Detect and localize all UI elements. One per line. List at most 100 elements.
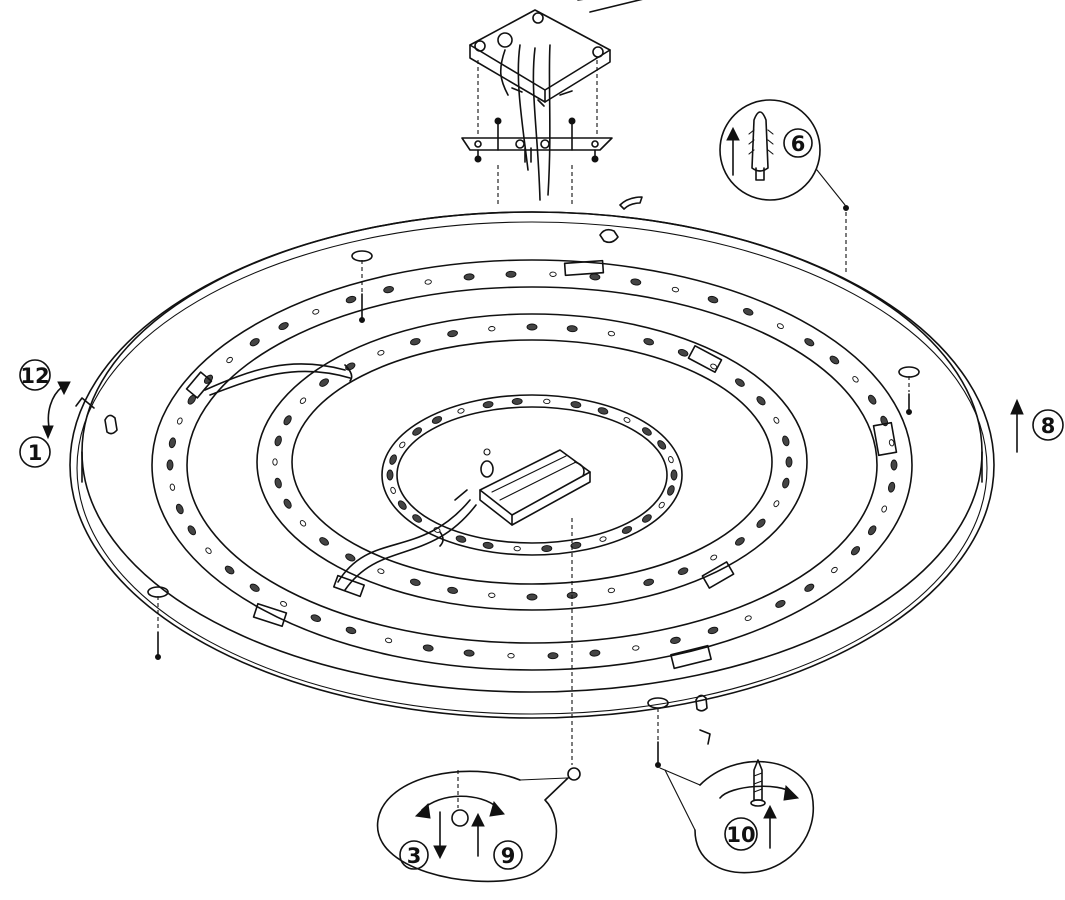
led-dot [447, 586, 459, 594]
led-dot [377, 568, 385, 575]
led-dot [867, 394, 877, 405]
step-10-badge: 10 [724, 817, 758, 851]
led-dot [513, 545, 521, 552]
led-dot [852, 376, 859, 383]
led-dot [299, 397, 307, 404]
led-dot [677, 567, 689, 575]
led-dot [599, 536, 607, 542]
led-dot [168, 437, 176, 449]
step-8-label: 8 [1041, 414, 1056, 438]
led-dot [773, 416, 780, 424]
led-dot [829, 355, 840, 365]
led-dot [607, 587, 616, 594]
led-dot [397, 500, 407, 510]
led-dot [409, 338, 421, 346]
led-dot [742, 308, 754, 316]
led-ring-inner [381, 394, 683, 556]
led-dot [274, 477, 282, 489]
led-ring-middle [256, 313, 808, 611]
led-dot [274, 435, 282, 447]
led-dot [299, 520, 307, 527]
step-12-label: 12 [20, 364, 49, 388]
led-dot [570, 541, 582, 549]
led-dot [345, 295, 357, 304]
led-dot [422, 644, 434, 652]
led-dot [226, 356, 233, 364]
step-10-label: 10 [726, 823, 755, 847]
rim-clips [75, 196, 711, 745]
wires [204, 363, 477, 591]
led-dots-inner [386, 397, 678, 553]
screw-icon [750, 759, 766, 807]
led-dot [597, 407, 609, 415]
led-dot [867, 525, 877, 536]
led-dot [756, 396, 766, 406]
led-dot [447, 330, 459, 338]
led-dot [658, 501, 665, 509]
led-dot [187, 525, 197, 536]
led-dot [488, 592, 496, 598]
led-dot [776, 323, 784, 329]
led-dot [643, 338, 655, 346]
led-dot [377, 349, 385, 356]
ring-connectors [185, 259, 898, 670]
led-dot [589, 273, 601, 281]
callout-diffuser-knob [376, 518, 581, 883]
led-dot [278, 322, 289, 331]
junction-box-icon [469, 0, 643, 201]
led-dot [463, 649, 475, 657]
led-dot [775, 599, 786, 608]
led-dot [735, 378, 745, 387]
led-dot [881, 505, 888, 513]
up-arrow-icon [1010, 398, 1024, 453]
led-dot [412, 427, 422, 436]
led-dot [526, 323, 538, 331]
led-dot [630, 278, 642, 286]
led-dot [677, 349, 689, 357]
led-dot [272, 458, 278, 466]
led-dot [756, 518, 766, 528]
callout-wall-plug [719, 99, 849, 272]
led-dot [831, 566, 838, 574]
led-dot [463, 273, 475, 281]
led-dot [589, 649, 601, 657]
step-6-badge: 6 [783, 128, 813, 158]
screw-hole-right [898, 366, 920, 415]
led-dot [526, 593, 538, 601]
led-dot [621, 526, 633, 534]
led-dot [549, 271, 557, 277]
led-dot [541, 545, 553, 553]
led-dot [888, 439, 895, 447]
led-dot [169, 483, 176, 491]
led-dot [511, 397, 523, 405]
led-dot [671, 286, 680, 293]
led-dot [744, 615, 752, 622]
led-dot [409, 578, 421, 586]
led-dot [782, 477, 790, 489]
led-dot [657, 440, 667, 450]
led-dot [384, 637, 393, 644]
led-dot [804, 338, 815, 347]
led-dot [310, 614, 322, 622]
step-1-label: 1 [28, 441, 43, 465]
led-dot [390, 486, 396, 494]
led-dot [632, 645, 640, 651]
rotate-arrow-icon [42, 381, 71, 440]
led-dot [670, 636, 681, 644]
led-dot [707, 295, 719, 304]
led-dot [205, 547, 212, 554]
step-9-label: 9 [501, 844, 516, 868]
led-dot [175, 503, 184, 515]
led-dot [642, 514, 652, 523]
led-dot [431, 416, 443, 424]
led-dot [319, 378, 329, 387]
step-3-label: 3 [407, 844, 422, 868]
led-dot [735, 537, 745, 546]
led-dot [383, 286, 394, 294]
step-3-badge: 3 [399, 840, 429, 870]
led-dot [710, 554, 718, 561]
led-dot [642, 427, 652, 436]
led-dot [623, 417, 631, 423]
led-dot [399, 441, 406, 449]
screw-hole-left [147, 586, 169, 660]
